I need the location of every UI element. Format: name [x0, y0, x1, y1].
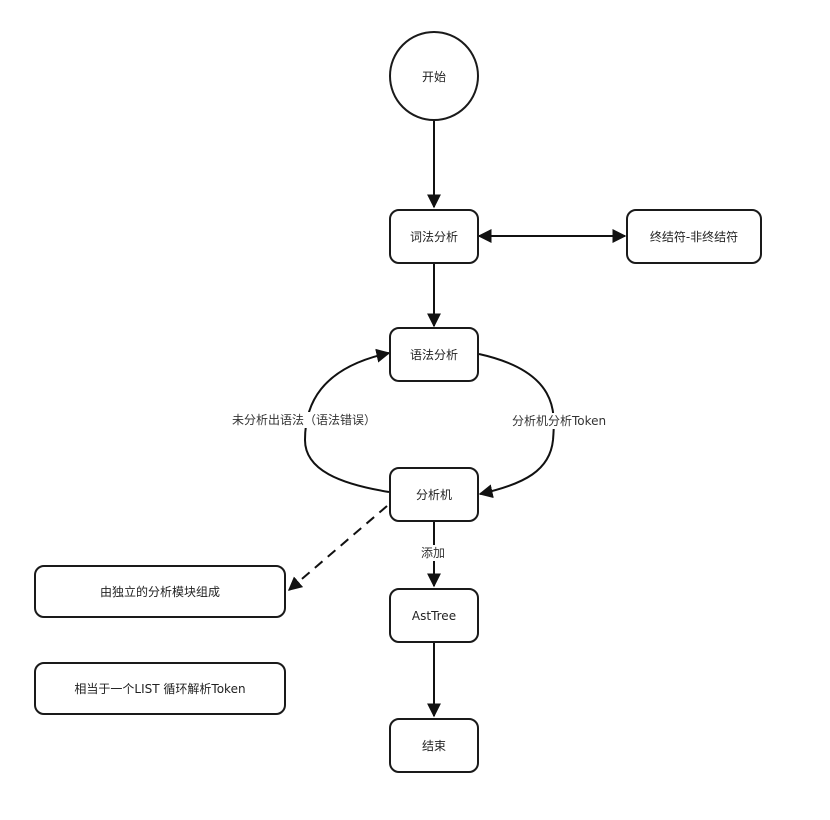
edge-parser-analyzer	[478, 353, 555, 499]
terminals-node: 终结符-非终结符	[626, 209, 762, 264]
parser-node: 语法分析	[389, 327, 479, 382]
note-modules: 由独立的分析模块组成	[34, 565, 286, 618]
note-list: 相当于一个LIST 循环解析Token	[34, 662, 286, 715]
end-node: 结束	[389, 718, 479, 773]
ast-node: AstTree	[389, 588, 479, 643]
label-no-grammar: 未分析出语法（语法错误）	[232, 412, 377, 428]
lexer-node: 词法分析	[389, 209, 479, 264]
edge-analyzer-parser	[303, 348, 391, 493]
analyzer-node: 分析机	[389, 467, 479, 522]
edge-analyzer-note	[287, 505, 388, 591]
label-analyze-token: 分析机分析Token	[512, 413, 607, 429]
label-add: 添加	[421, 545, 446, 561]
start-node: 开始	[389, 31, 479, 121]
